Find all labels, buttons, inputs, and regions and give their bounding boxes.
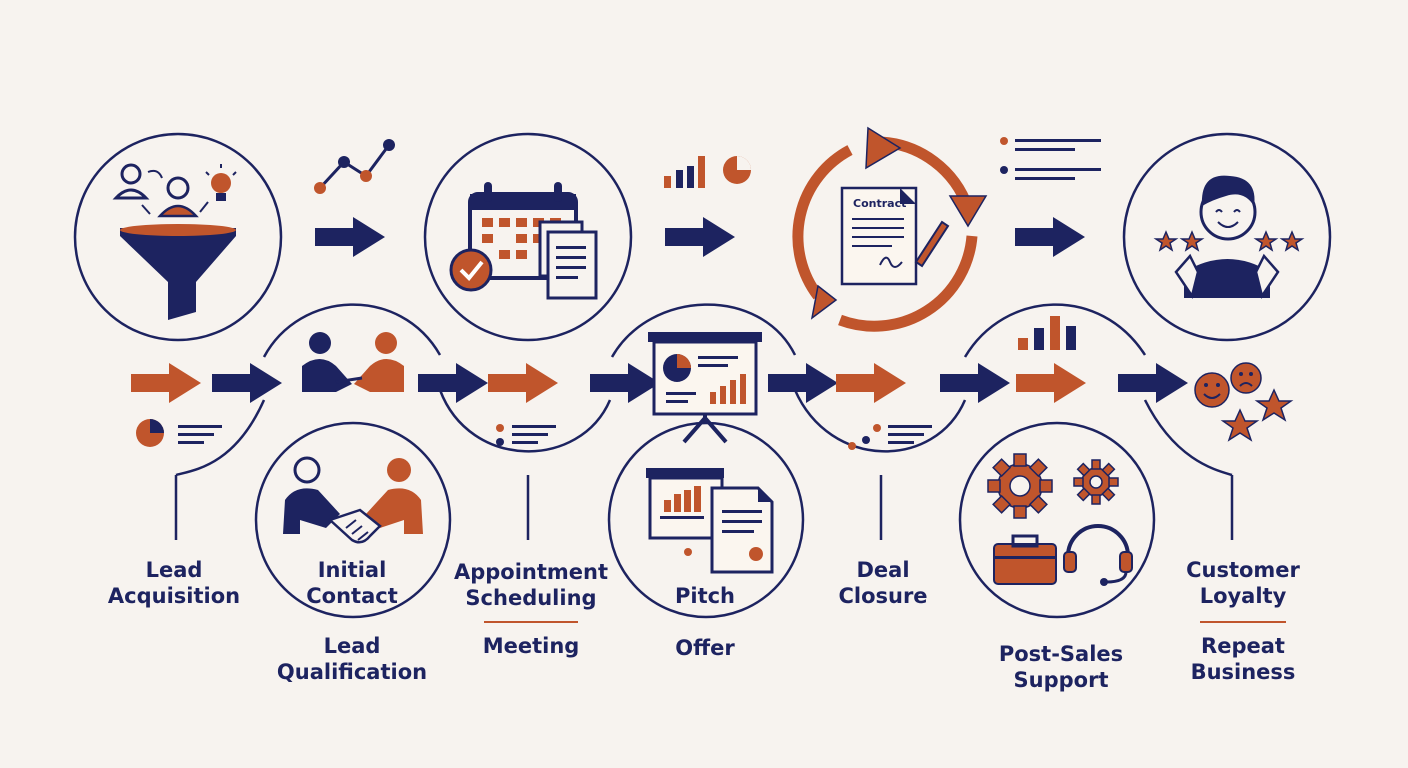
line-chart-icon — [314, 139, 395, 194]
handshake-icon — [283, 456, 423, 544]
label-offer: Offer — [675, 636, 735, 660]
contract-cycle-icon: Contract — [792, 126, 988, 332]
funnel-icon — [112, 163, 237, 320]
bar-chart-icon — [1018, 316, 1076, 350]
bullet-list-icon — [1000, 137, 1101, 180]
happy-customer-icon — [1153, 175, 1305, 300]
connector-curves — [174, 303, 1234, 540]
handshake-small-icon — [302, 332, 404, 392]
gears-support-icon — [987, 453, 1133, 586]
contract-title: Contract — [853, 197, 906, 210]
dots-list-icon — [496, 424, 556, 446]
satisfaction-icon — [1194, 362, 1294, 442]
calendar-icon — [449, 182, 598, 300]
offer-documents-icon — [646, 468, 774, 574]
dots-list-icon-2 — [848, 424, 932, 450]
label-pitch: Pitch — [674, 584, 736, 608]
divider-scheduling — [484, 621, 578, 623]
pie-list-icon — [136, 419, 222, 447]
bar-pie-icon — [664, 156, 751, 188]
label-meeting: Meeting — [482, 634, 580, 658]
presentation-board-icon — [648, 332, 762, 444]
divider-loyalty — [1200, 621, 1286, 623]
